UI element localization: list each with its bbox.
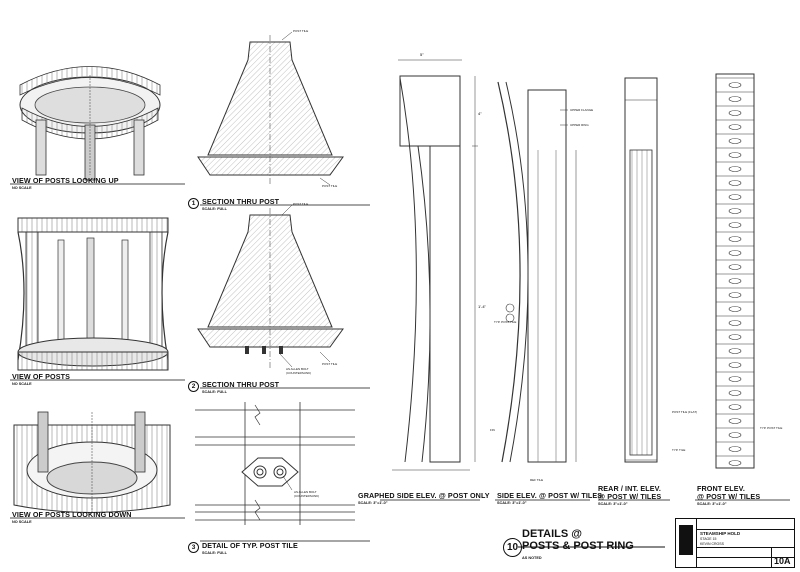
tile-hole	[728, 362, 742, 368]
callout: POST TILE	[293, 202, 309, 206]
callout: REF TILE	[530, 478, 544, 482]
detail-title: SECTION THRU POST	[202, 380, 280, 389]
project-stage: STAGE 15	[700, 537, 717, 541]
callout: TYP. TILE	[672, 448, 686, 452]
view-title: VIEW OF POSTS LOOKING DOWN	[12, 510, 132, 519]
detail-2-section	[197, 204, 344, 370]
detail-scale: SCALE: FULL	[202, 551, 227, 555]
view-scale: NO SCALE	[12, 520, 32, 524]
tile-hole	[728, 110, 742, 116]
tile-hole	[728, 348, 742, 354]
project-designer: KEVIN CROSS	[700, 542, 724, 546]
elevation-title: FRONT ELEV.	[697, 484, 745, 493]
callout: POST TILE (FLAT)	[672, 410, 698, 414]
tile-hole	[728, 404, 742, 410]
callout: FIN	[490, 428, 495, 432]
tile-hole	[728, 194, 742, 200]
callout: AS ALLEN BOLT (COUNTERSUNK)	[294, 490, 320, 498]
sheet-title-line1: DETAILS @	[522, 528, 583, 540]
elevation-title: REAR / INT. ELEV.	[598, 484, 661, 493]
elevation-scale: SCALE: 3"=1'-0"	[358, 501, 388, 505]
svg-text:1'-4": 1'-4"	[478, 304, 487, 309]
tile-hole	[728, 432, 742, 438]
elevation-title: @ POST W/ TILES	[598, 492, 662, 501]
sheet-title-scale: AS NOTED	[522, 556, 542, 560]
tile-hole	[728, 82, 742, 88]
tile-hole	[728, 460, 742, 466]
title-block: STEAMSHIP HOLD STAGE 15 KEVIN CROSS 10A	[675, 518, 795, 568]
tile-hole	[728, 264, 742, 270]
detail-scale: SCALE: FULL	[202, 390, 227, 394]
detail-number: 1	[188, 198, 199, 209]
callout: TYP. POST TILE	[760, 426, 783, 430]
logo	[679, 525, 693, 555]
callout: POST TILE	[293, 29, 309, 33]
tile-hole	[728, 278, 742, 284]
tile-hole	[728, 334, 742, 340]
detail-number: 2	[188, 381, 199, 392]
side-elevation-tiles	[497, 81, 577, 463]
graphed-side-elevation: 4" 1'-4" 5"	[392, 52, 487, 471]
tile-hole	[728, 320, 742, 326]
sheet-title-number: 10	[503, 538, 522, 557]
callout: UPPER FLANGE	[570, 108, 594, 112]
callout: POST TILE	[322, 362, 338, 366]
tile-hole	[728, 446, 742, 452]
tile-hole	[728, 166, 742, 172]
view-scale: NO SCALE	[12, 382, 32, 386]
tile-hole	[728, 208, 742, 214]
tile-hole	[728, 222, 742, 228]
detail-number: 3	[188, 542, 199, 553]
tile-hole	[728, 250, 742, 256]
tile-hole	[728, 180, 742, 186]
callout: UPPER RING	[570, 123, 589, 127]
tile-hole	[728, 306, 742, 312]
tile-hole	[728, 138, 742, 144]
callout: TYP. POST TILE	[494, 320, 517, 324]
render-looking-up	[19, 66, 161, 181]
detail-title: SECTION THRU POST	[202, 197, 280, 206]
render-posts	[17, 217, 169, 371]
elevation-scale: SCALE: 3"=1'-0"	[497, 501, 527, 505]
view-scale: NO SCALE	[12, 186, 32, 190]
detail-1-section	[197, 31, 344, 186]
tile-hole	[728, 236, 742, 242]
front-elevation	[715, 73, 755, 469]
tile-hole	[728, 390, 742, 396]
svg-text:5": 5"	[420, 52, 424, 57]
elevation-title: @ POST W/ TILES	[697, 492, 761, 501]
callout: AS ALLEN BOLT (COUNTERSUNK)	[286, 367, 312, 375]
detail-3-tile	[195, 402, 355, 525]
tile-hole	[728, 124, 742, 130]
tile-hole	[728, 418, 742, 424]
svg-text:4": 4"	[478, 111, 482, 116]
render-looking-down	[13, 411, 171, 513]
rear-elevation	[624, 77, 658, 463]
detail-scale: SCALE: FULL	[202, 207, 227, 211]
elevation-scale: SCALE: 3"=1'-0"	[598, 502, 628, 506]
sheet-title-line2: POSTS & POST RING	[522, 540, 634, 552]
elevation-scale: SCALE: 3"=1'-0"	[697, 502, 727, 506]
tile-hole	[728, 292, 742, 298]
detail-title: DETAIL OF TYP. POST TILE	[202, 541, 298, 550]
elevation-title: GRAPHED SIDE ELEV. @ POST ONLY	[358, 491, 490, 500]
tile-hole	[728, 96, 742, 102]
view-title: VIEW OF POSTS LOOKING UP	[12, 176, 119, 185]
project-name: STEAMSHIP HOLD	[700, 531, 741, 536]
tile-hole	[728, 376, 742, 382]
tile-hole	[728, 152, 742, 158]
elevation-title: SIDE ELEV. @ POST W/ TILES	[497, 491, 603, 500]
sheet-number: 10A	[774, 556, 791, 566]
callout: POST TILE	[322, 184, 338, 188]
view-title: VIEW OF POSTS	[12, 372, 71, 381]
